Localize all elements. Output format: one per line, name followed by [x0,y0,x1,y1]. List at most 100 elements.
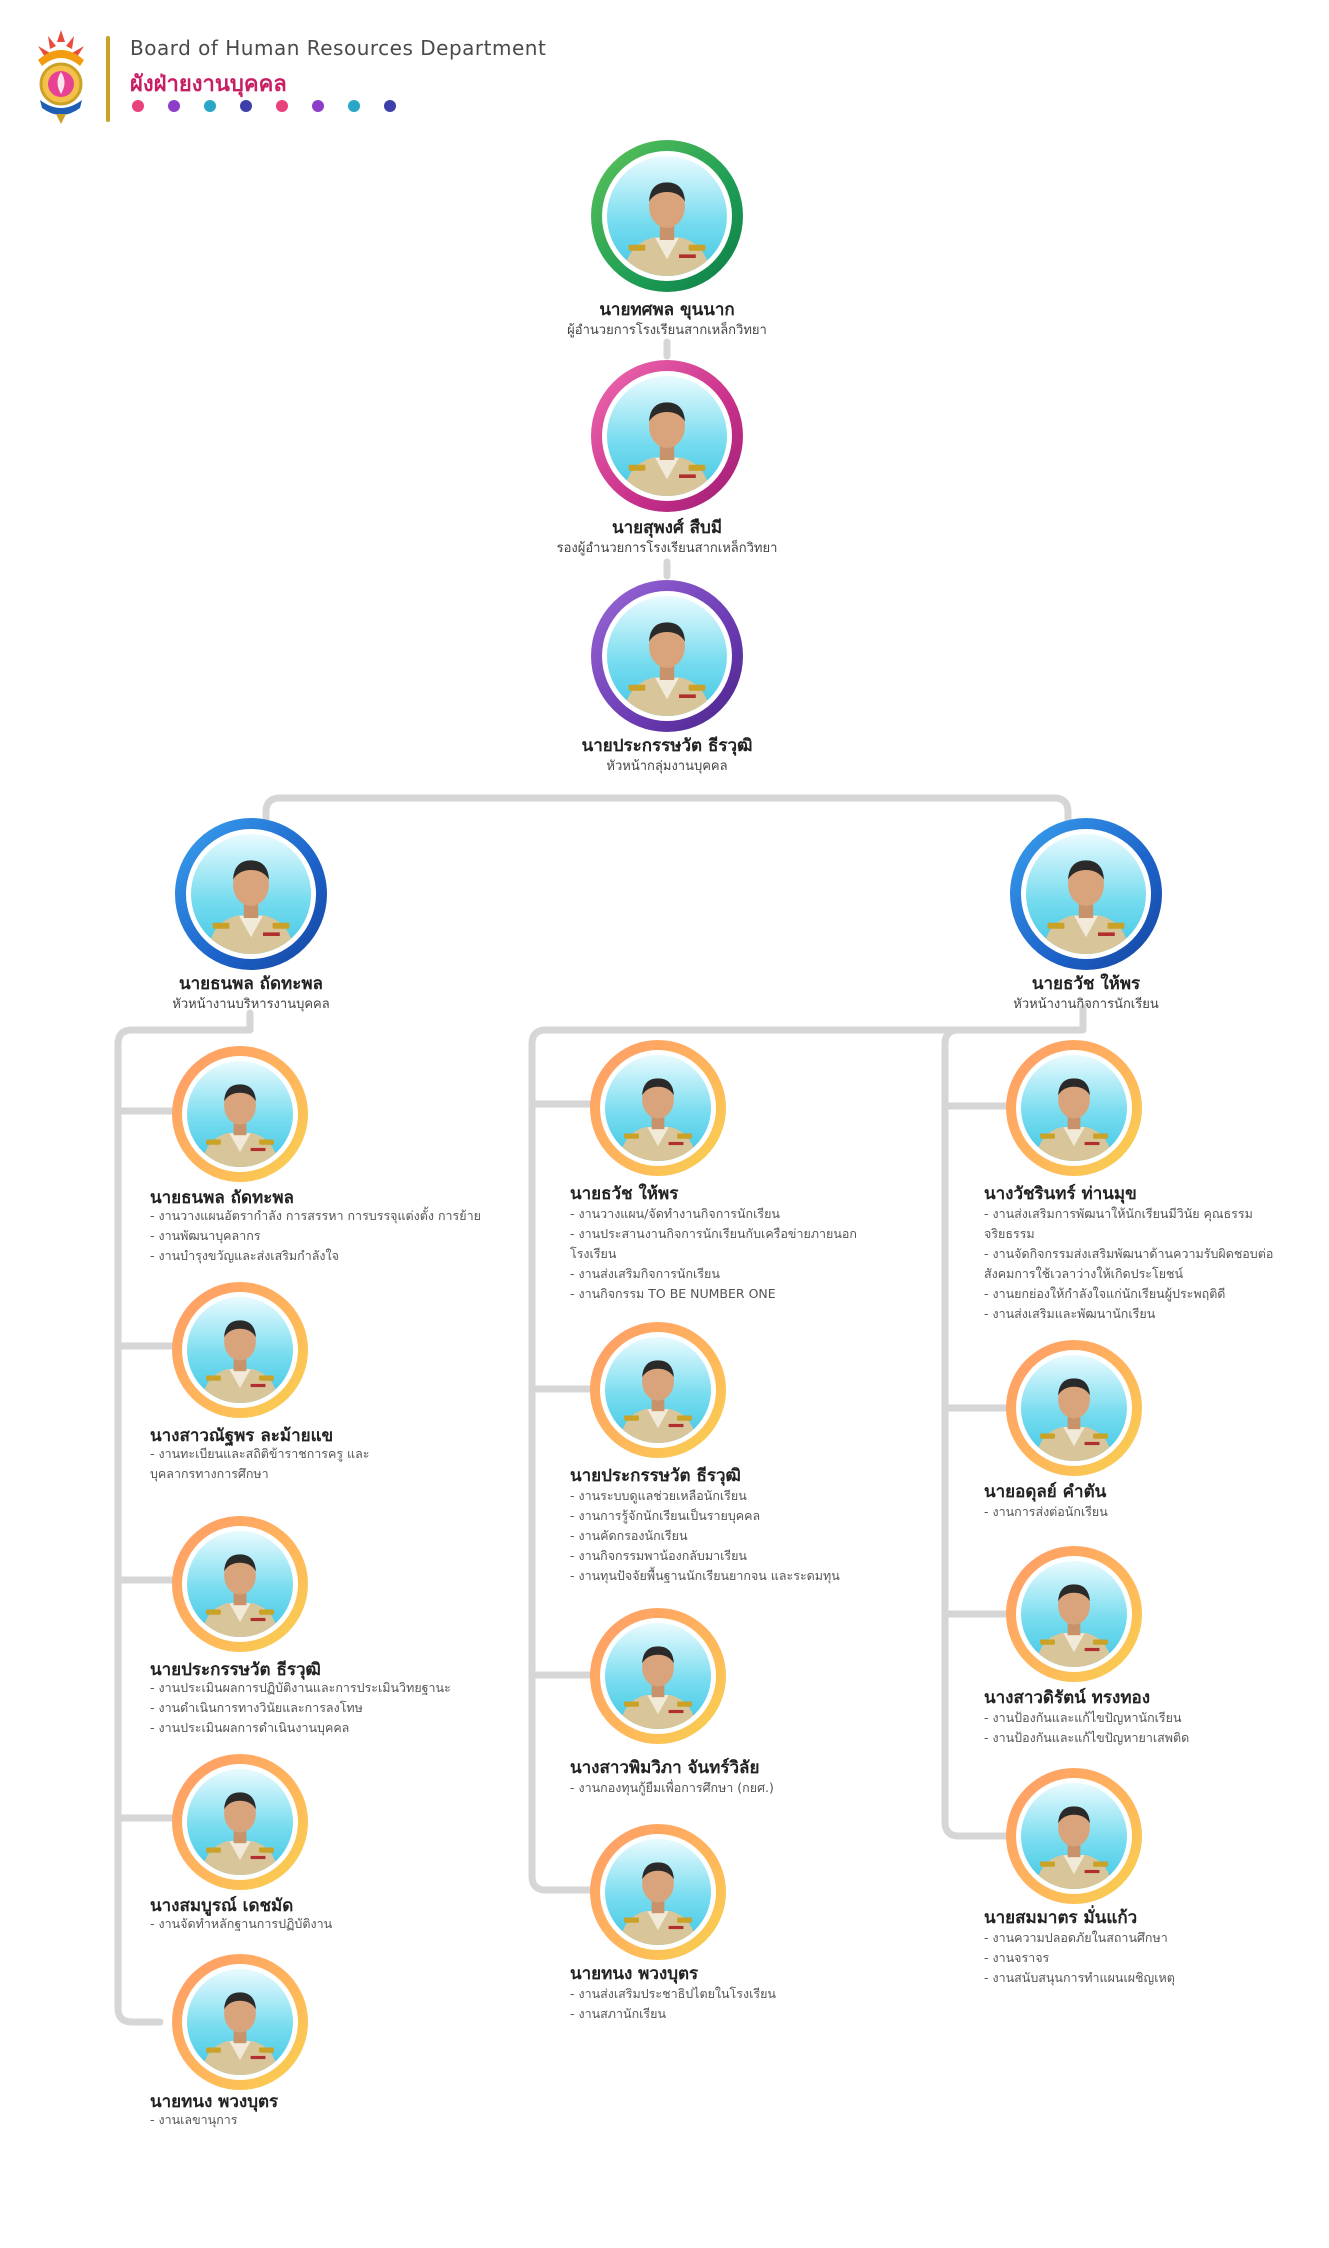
avatar-col1-staff-2 [172,1282,308,1418]
col1-staff-3-name: นายประกรรษวัต ธีรวุฒิ [150,1660,321,1680]
deputy-director-role: รองผู้อำนวยการโรงเรียนสากเหล็กวิทยา [556,541,778,556]
avatar-col1-staff-5 [172,1954,308,2090]
duty-item: - งานวางแผนอัตรากำลัง การสรรหา การบรรจุแ… [150,1208,481,1223]
col1-staff-3-duties: - งานประเมินผลการปฏิบัติงานและการประเมิน… [150,1678,530,1738]
duty-item: - งานจัดกิจกรรมส่งเสริมพัฒนาด้านความรับผ… [984,1246,1274,1281]
avatar-col2-staff-1 [590,1040,726,1176]
hr-group-head-name: นายประกรรษวัต ธีรวุฒิ [581,736,753,756]
col3-staff-3-name: นางสาวดิรัตน์ ทรงทอง [984,1688,1151,1708]
portrait-photo [1026,834,1146,954]
header-dot [276,100,288,112]
duty-item: - งานสภานักเรียน [570,2006,667,2021]
avatar-col3-staff-3 [1006,1546,1142,1682]
duty-item: - งานเลขานุการ [150,2112,238,2127]
col1-staff-5-duties: - งานเลขานุการ [150,2110,530,2130]
person-silhouette-icon [1035,1806,1113,1889]
col3-staff-2-name: นายอดุลย์ คำตัน [984,1482,1107,1502]
header-dot [384,100,396,112]
portrait-photo [187,1769,293,1875]
avatar-col2-staff-4 [590,1824,726,1960]
duty-item: - งานกิจกรรมพาน้องกลับมาเรียน [570,1548,747,1563]
header-dot [240,100,252,112]
col2-staff-4-name: นายทนง พวงบุตร [570,1964,699,1984]
person-silhouette-icon [619,1078,697,1161]
portrait-photo [1021,1783,1127,1889]
portrait-photo [607,156,727,276]
portrait-photo [187,1969,293,2075]
header-decorative-dots [132,100,396,112]
col3-staff-4-name: นายสมมาตร มั่นแก้ว [984,1908,1138,1928]
avatar-hr-group-head [591,580,743,732]
duty-item: - งานประเมินผลการปฏิบัติงานและการประเมิน… [150,1680,451,1695]
duty-item: - งานความปลอดภัยในสถานศึกษา [984,1930,1168,1945]
col2-staff-2-name: นายประกรรษวัต ธีรวุฒิ [570,1466,741,1486]
duty-item: - งานประสานงานกิจการนักเรียนกับเครือข่าย… [570,1226,857,1261]
student-affairs-head-name: นายธวัช ให้พร [1031,974,1141,994]
col1-staff-5-name: นายทนง พวงบุตร [150,2092,279,2112]
duty-item: - งานการส่งต่อนักเรียน [984,1504,1108,1519]
col1-staff-1-duties: - งานวางแผนอัตรากำลัง การสรรหา การบรรจุแ… [150,1206,530,1266]
portrait-photo [1021,1055,1127,1161]
avatar-student-affairs-head [1010,818,1162,970]
duty-item: - งานกองทุนกู้ยืมเพื่อการศึกษา (กยศ.) [570,1780,774,1795]
col3-staff-1-name: นางวัชรินทร์ ท่านมุข [984,1184,1137,1204]
director-name: นายทศพล ขุนนาก [599,300,735,320]
header-dot [132,100,144,112]
avatar-col3-staff-2 [1006,1340,1142,1476]
duty-item: - งานทุนปัจจัยพื้นฐานนักเรียนยากจน และระ… [570,1568,840,1583]
portrait-photo [1021,1561,1127,1667]
duty-item: - งานประเมินผลการดำเนินงานบุคคล [150,1720,350,1735]
duty-item: - งานป้องกันและแก้ไขปัญหานักเรียน [984,1710,1182,1725]
avatar-director [591,140,743,292]
avatar-col1-staff-3 [172,1516,308,1652]
person-silhouette-icon [1035,1584,1113,1667]
col1-staff-2-name: นางสาวณัฐพร ละม้ายแข [150,1426,334,1446]
duty-item: - งานส่งเสริมประชาธิปไตยในโรงเรียน [570,1986,776,2001]
person-silhouette-icon [623,622,711,716]
person-silhouette-icon [623,402,711,496]
avatar-col1-staff-1 [172,1046,308,1182]
person-silhouette-icon [619,1360,697,1443]
col2-staff-3-name: นางสาวพิมวิภา จันทร์วิลัย [570,1758,760,1778]
duty-item: - งานคัดกรองนักเรียน [570,1528,688,1543]
duty-item: - งานดำเนินการทางวินัยและการลงโทษ [150,1700,363,1715]
avatar-hr-admin-head [175,818,327,970]
duty-item: - งานส่งเสริมการพัฒนาให้นักเรียนมีวินัย … [984,1206,1253,1241]
col2-staff-3-duties: - งานกองทุนกู้ยืมเพื่อการศึกษา (กยศ.) [570,1778,940,1798]
header-dot [348,100,360,112]
person-silhouette-icon [1035,1378,1113,1461]
header-dot [204,100,216,112]
duty-item: - งานสนับสนุนการทำแผนเผชิญเหตุ [984,1970,1175,1985]
duty-item: - งานวางแผน/จัดทำงานกิจการนักเรียน [570,1206,780,1221]
person-silhouette-icon [201,1084,279,1167]
col1-staff-4-duties: - งานจัดทำหลักฐานการปฏิบัติงาน [150,1914,530,1934]
person-silhouette-icon [201,1320,279,1403]
person-silhouette-icon [1035,1078,1113,1161]
person-silhouette-icon [201,1992,279,2075]
col1-staff-1-name: นายธนพล ถัดทะพล [150,1188,294,1208]
portrait-photo [605,1055,711,1161]
portrait-photo [605,1623,711,1729]
duty-item: - งานส่งเสริมและพัฒนานักเรียน [984,1306,1156,1321]
person-silhouette-icon [619,1862,697,1945]
school-emblem-icon [38,30,84,124]
duty-item: - งานกิจกรรม TO BE NUMBER ONE [570,1286,776,1301]
avatar-col2-staff-3 [590,1608,726,1744]
portrait-photo [187,1297,293,1403]
col3-staff-4-duties: - งานความปลอดภัยในสถานศึกษา- งานจราจร- ง… [984,1928,1300,1988]
header-title-th: ผังฝ่ายงานบุคคล [130,72,287,97]
col1-staff-4-name: นางสมบูรณ์ เดชมัด [150,1896,294,1916]
director-role: ผู้อำนวยการโรงเรียนสากเหล็กวิทยา [567,323,767,338]
hr-admin-head-role: หัวหน้างานบริหารงานบุคคล [172,997,330,1012]
portrait-photo [187,1531,293,1637]
person-silhouette-icon [1042,860,1130,954]
col2-staff-2-duties: - งานระบบดูแลช่วยเหลือนักเรียน- งานการรู… [570,1486,940,1586]
col1-staff-2-duties: - งานทะเบียนและสถิติข้าราชการครู และบุคล… [150,1444,390,1484]
person-silhouette-icon [201,1554,279,1637]
avatar-col3-staff-4 [1006,1768,1142,1904]
portrait-photo [607,596,727,716]
portrait-photo [187,1061,293,1167]
person-silhouette-icon [623,182,711,276]
person-silhouette-icon [207,860,295,954]
